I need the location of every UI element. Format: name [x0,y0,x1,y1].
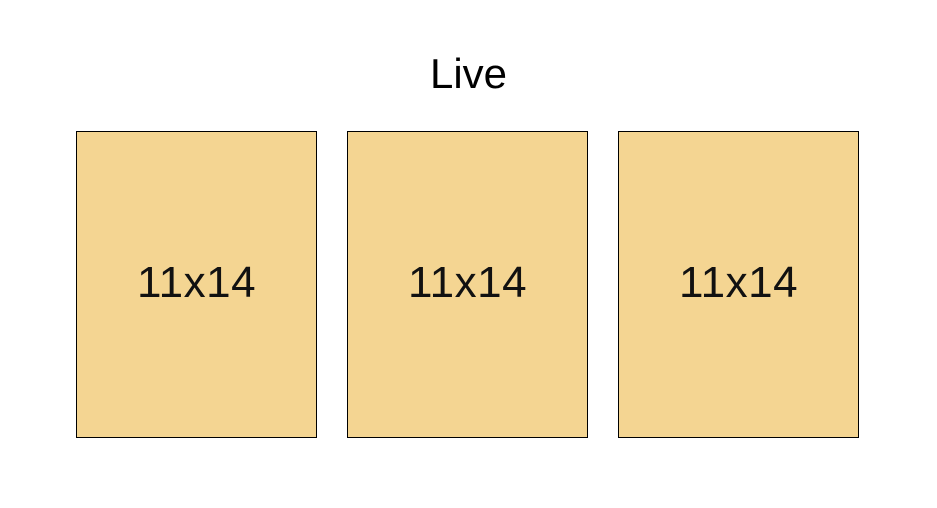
diagram-title: Live [429,50,508,97]
frame-size-label: 11x14 [407,257,528,307]
frame-box-3: 11x14 [618,131,859,438]
frame-size-label: 11x14 [678,257,799,307]
frame-size-label: 11x14 [136,257,257,307]
frame-box-1: 11x14 [76,131,317,438]
frame-box-2: 11x14 [347,131,588,438]
